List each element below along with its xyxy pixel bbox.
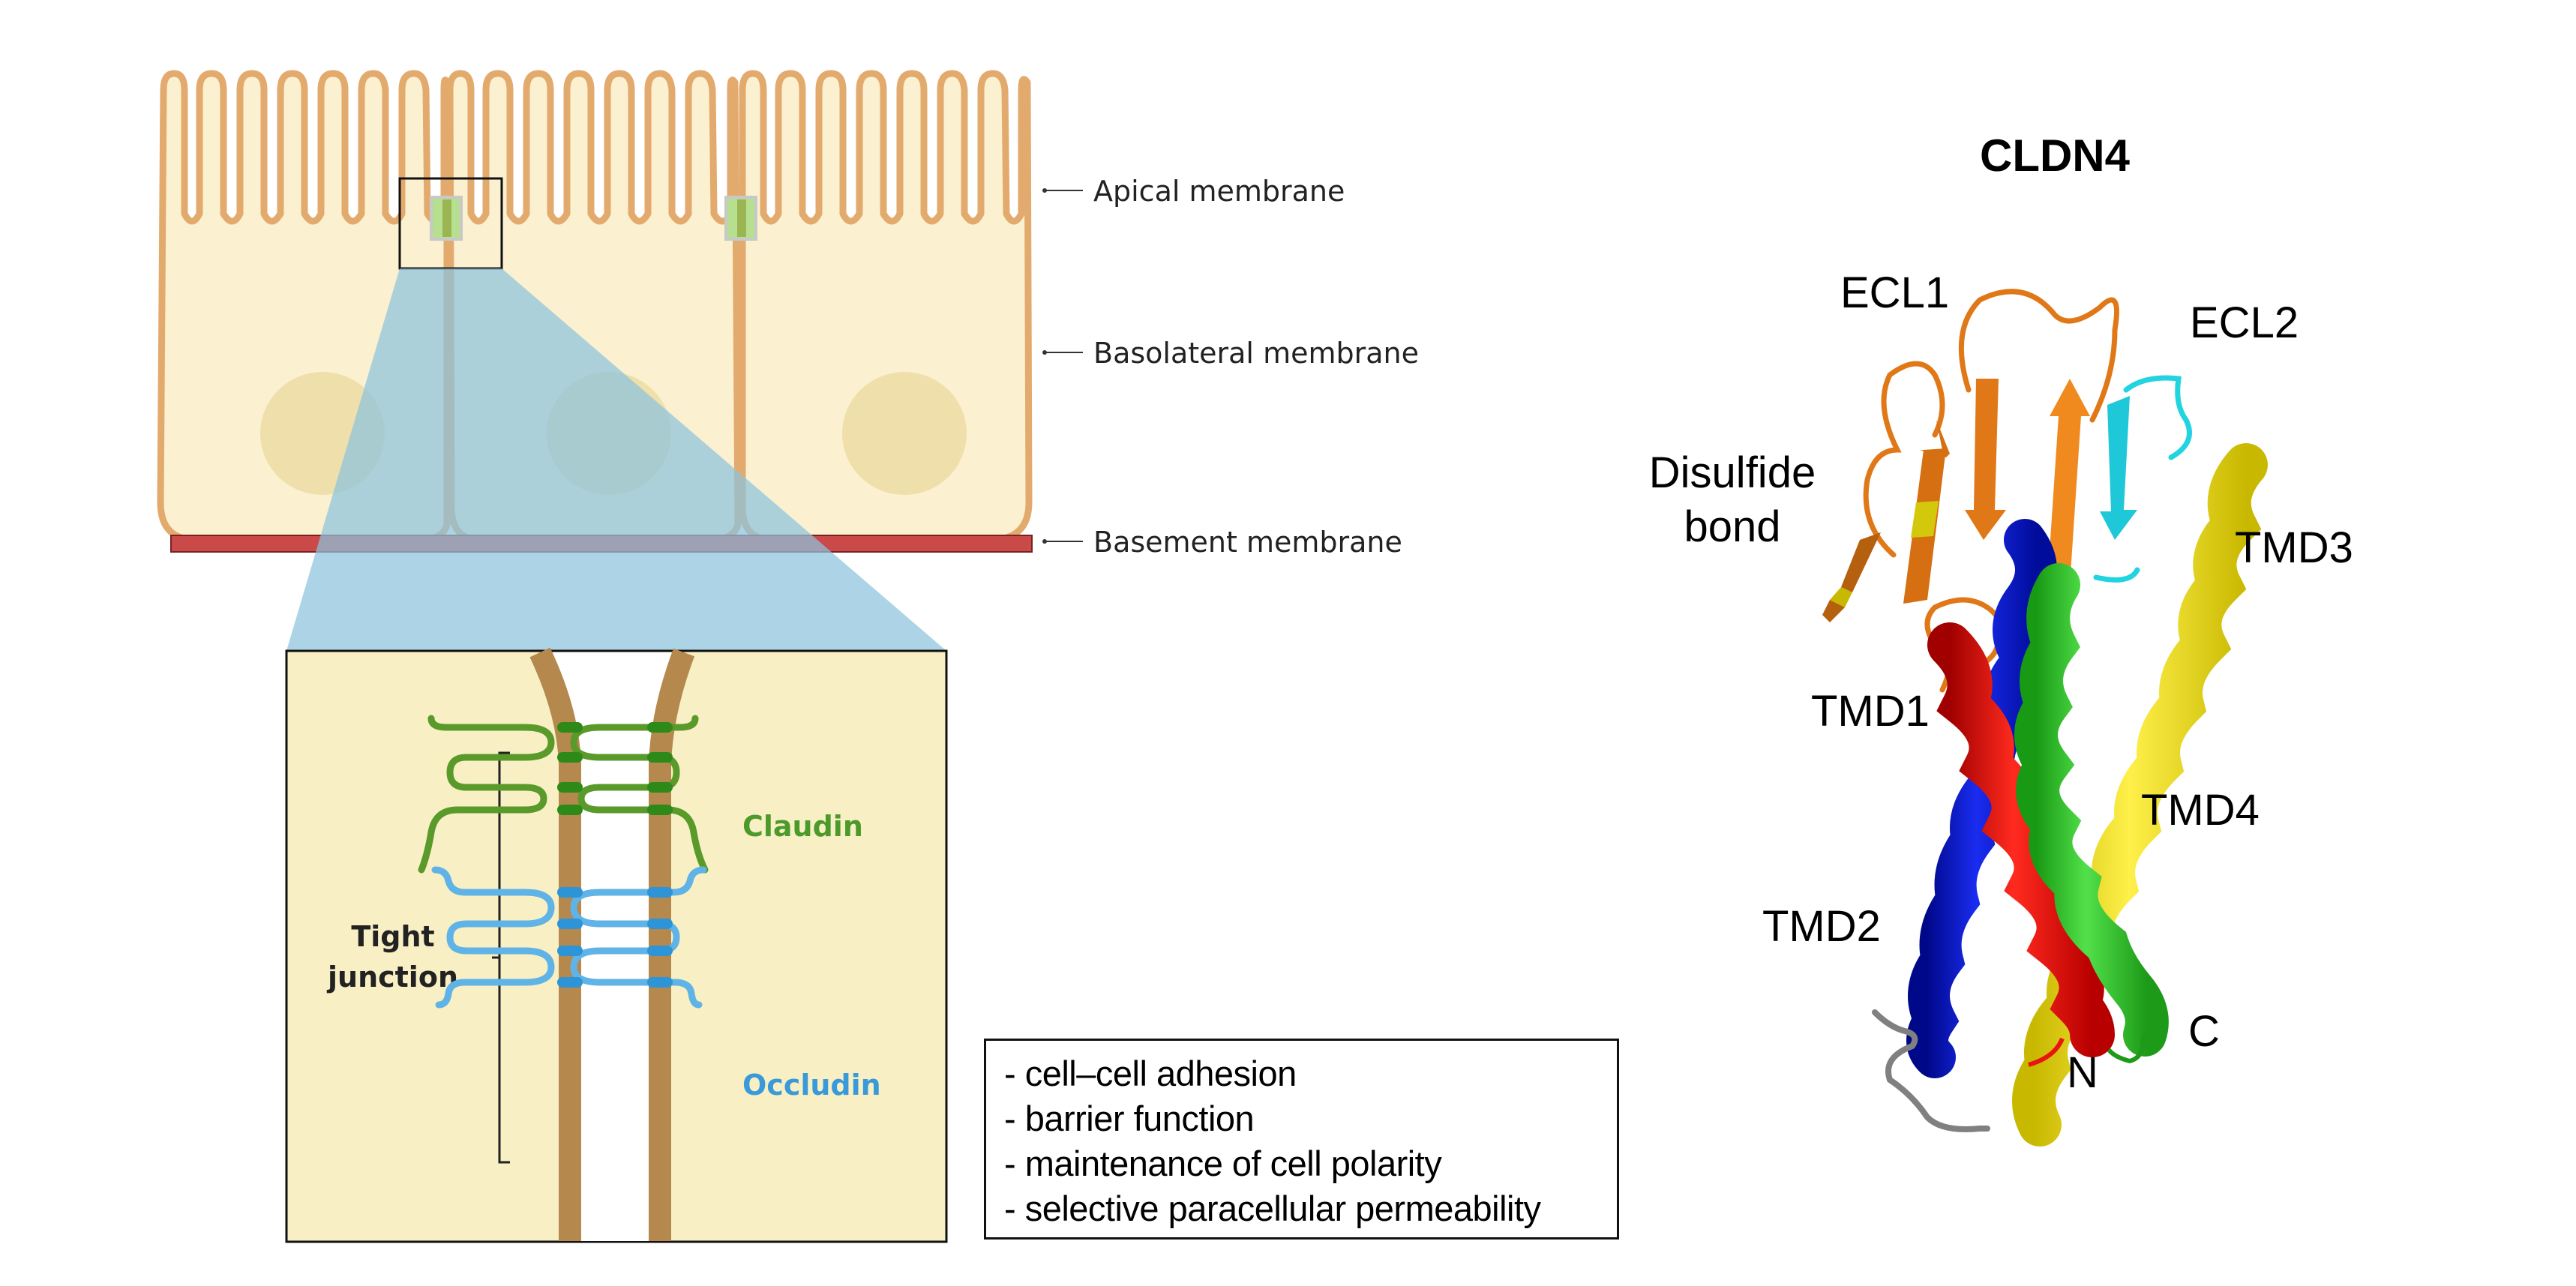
label-tmd2: TMD2 xyxy=(1762,902,1881,951)
label-tmd1: TMD1 xyxy=(1811,687,1930,736)
zoom-cone xyxy=(286,268,946,651)
label-tmd4: TMD4 xyxy=(2141,786,2260,835)
tight-junction-bracket xyxy=(492,751,510,1164)
label-c-terminus: C xyxy=(2188,1007,2220,1056)
tmd4-helix xyxy=(2014,563,2169,1057)
basement-membrane-label: Basement membrane xyxy=(1042,526,1402,559)
tight-junction-inset: Tight junction Claudin Occludin xyxy=(285,647,948,1243)
apical-membrane-label: Apical membrane xyxy=(1042,175,1345,208)
function-item: - selective paracellular permeability xyxy=(1004,1189,1541,1228)
label-disulfide-line1: Disulfide xyxy=(1649,448,1816,497)
ecl2-loop xyxy=(2093,375,2192,583)
nucleus-right xyxy=(842,372,967,495)
tight-junction-label-line2: junction xyxy=(326,961,458,994)
tight-junction-functions-box: - cell–cell adhesion - barrier function … xyxy=(984,1039,1619,1240)
label-n-terminus: N xyxy=(2067,1048,2098,1097)
label-tmd3: TMD3 xyxy=(2235,523,2353,572)
label-disulfide-line2: bond xyxy=(1684,502,1780,551)
ecl1-beta-strands xyxy=(1822,379,2090,622)
cell-right xyxy=(739,70,1033,544)
c-terminus xyxy=(2107,1034,2146,1064)
occludin-protein xyxy=(431,866,707,1009)
n-terminus xyxy=(2028,1037,2065,1067)
function-item: - barrier function xyxy=(1004,1099,1255,1138)
membrane-labels: Apical membrane Basolateral membrane Bas… xyxy=(1042,175,1419,559)
label-ecl1: ECL1 xyxy=(1840,268,1949,317)
epithelium-illustration xyxy=(157,70,1033,651)
ecl1-loop xyxy=(1863,289,2119,693)
structure-title: CLDN4 xyxy=(1980,130,2131,181)
basolateral-membrane-label: Basolateral membrane xyxy=(1042,337,1419,370)
svg-text:Basolateral membrane: Basolateral membrane xyxy=(1093,337,1419,370)
function-item: - cell–cell adhesion xyxy=(1004,1054,1297,1093)
tight-junction-label-line1: Tight xyxy=(351,920,434,953)
linker-coil xyxy=(1872,1009,1990,1132)
occludin-label: Occludin xyxy=(742,1069,881,1102)
claudin-label: Claudin xyxy=(742,810,863,843)
function-item: - maintenance of cell polarity xyxy=(1004,1144,1442,1183)
cldn4-structure: CLDN4 xyxy=(1649,130,2353,1147)
label-ecl2: ECL2 xyxy=(2190,298,2299,347)
tmd2-helix xyxy=(1906,519,2057,1078)
svg-text:Basement membrane: Basement membrane xyxy=(1093,526,1402,559)
svg-text:Apical membrane: Apical membrane xyxy=(1093,175,1345,208)
